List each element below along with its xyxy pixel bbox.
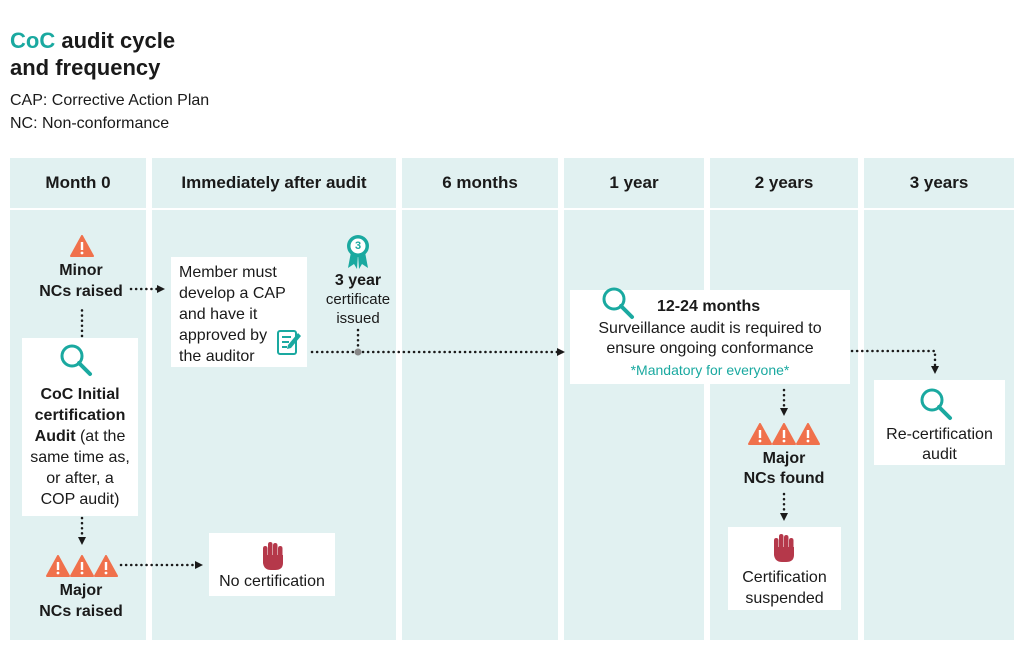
magnifier-icon [602, 287, 634, 319]
major-ncs-label-1: Major [59, 582, 103, 599]
initial-audit-line: CoC Initial [40, 386, 120, 403]
cap-line: approved by [179, 327, 268, 344]
major-found-label-2: NCs found [743, 470, 825, 487]
column-header: 2 years [710, 158, 858, 210]
warning-icon [70, 555, 94, 577]
column-header: Immediately after audit [152, 158, 396, 210]
surveillance-note: *Mandatory for everyone* [630, 362, 790, 378]
award-ribbon-icon [347, 235, 369, 269]
major-found-label-1: Major [762, 450, 806, 467]
initial-audit-line: (at the [75, 428, 126, 445]
cap-line: the auditor [179, 348, 255, 365]
initial-audit-line: or after, a [46, 470, 114, 487]
surveillance-line-1: Surveillance audit is required to [598, 320, 822, 337]
cap-line: Member must [179, 264, 277, 281]
warning-icon [46, 555, 70, 577]
initial-audit-line: certification [34, 407, 126, 424]
warning-icon [94, 555, 118, 577]
certificate-label-2: certificate [325, 291, 391, 308]
warning-icon [772, 423, 796, 445]
suspended-label-2: suspended [745, 590, 824, 607]
recert-label-2: audit [922, 446, 957, 463]
stop-hand-icon [263, 542, 283, 570]
title-line2: and frequency [10, 55, 161, 80]
magnifier-icon [60, 344, 92, 376]
page-title: CoC audit cycle and frequency [10, 27, 175, 81]
award-number: 3 [354, 240, 362, 252]
recert-label-1: Re-certification [886, 426, 993, 443]
minor-ncs-label-1: Minor [59, 262, 103, 279]
cap-box [171, 257, 307, 367]
certificate-label-1: 3 year [334, 272, 382, 289]
major-ncs-label-2: NCs raised [39, 603, 123, 620]
cap-text: Member must develop a CAP and have it ap… [179, 262, 307, 367]
document-edit-icon [277, 330, 301, 355]
initial-audit-text: CoC Initial certification Audit (at the … [22, 384, 138, 510]
title-accent: CoC [10, 28, 56, 53]
warning-icon [70, 235, 94, 257]
magnifier-icon [920, 388, 952, 420]
suspended-label-1: Certification [742, 569, 827, 586]
title-line1: audit cycle [61, 28, 176, 53]
surveillance-box [570, 290, 850, 384]
no-certification-label: No certification [219, 573, 325, 590]
initial-audit-line: same time as, [30, 449, 130, 466]
column-1-year: 1 year [564, 158, 704, 640]
warning-icon [796, 423, 820, 445]
certificate-label-3: issued [336, 310, 380, 327]
column-6-months: 6 months [402, 158, 558, 640]
initial-audit-line: Audit [34, 428, 76, 445]
certificate-dot [354, 348, 362, 356]
column-header: Month 0 [10, 158, 146, 210]
surveillance-title: 12-24 months [657, 298, 761, 315]
cap-line: develop a CAP [179, 285, 286, 302]
legend-nc: NC: Non-conformance [10, 115, 170, 132]
initial-audit-box [22, 338, 138, 516]
connector-surveillance-to-recert [850, 349, 939, 374]
column-header: 3 years [864, 158, 1014, 210]
warning-icon [748, 423, 772, 445]
stop-hand-icon [774, 534, 794, 562]
initial-audit-line: COP audit) [40, 491, 120, 508]
column-header: 6 months [402, 158, 558, 210]
surveillance-line-2: ensure ongoing conformance [606, 340, 814, 357]
legend-cap: CAP: Corrective Action Plan [10, 92, 210, 109]
minor-ncs-label-2: NCs raised [39, 283, 123, 300]
column-header: 1 year [564, 158, 704, 210]
cap-line: and have it [179, 306, 258, 323]
